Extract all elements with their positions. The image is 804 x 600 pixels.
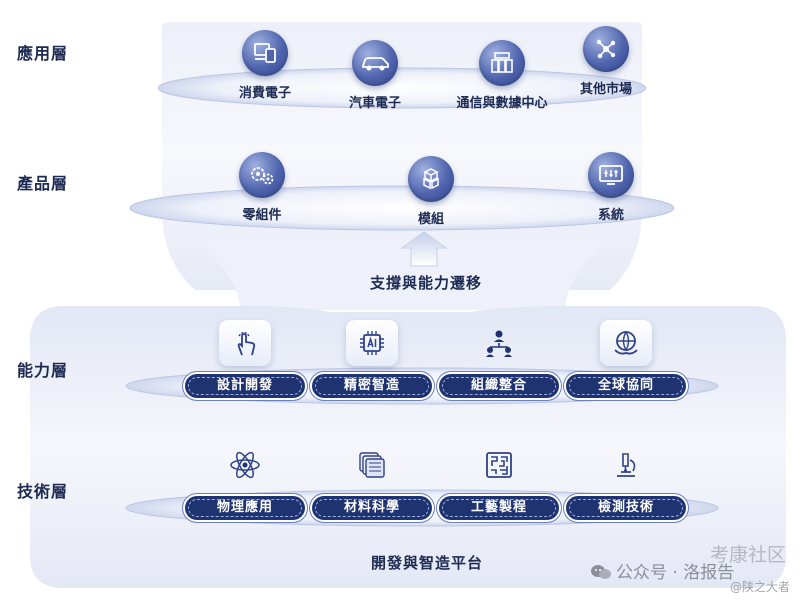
migration-arrow xyxy=(400,231,448,267)
node-label: 汽車電子 xyxy=(348,96,401,111)
node-design-development: 設計開發 xyxy=(183,320,307,398)
node-label: 系統 xyxy=(597,208,624,223)
capability-pill: 組織整合 xyxy=(439,374,559,398)
node-other-markets: 其他市場 xyxy=(546,26,666,97)
layer-label-application: 應用層 xyxy=(17,44,69,63)
node-consumer-electronics: 消費電子 xyxy=(205,30,325,101)
technology-pill: 工藝製程 xyxy=(439,496,559,520)
watermark-author: @陕之大者 xyxy=(730,580,791,594)
globe-hands-icon xyxy=(600,320,652,366)
microscope-icon xyxy=(600,442,652,488)
touch-hand-icon xyxy=(219,320,271,366)
node-process-manufacturing: 工藝製程 xyxy=(437,442,561,520)
node-global-collaboration: 全球協同 xyxy=(564,320,688,398)
node-inspection-technology: 檢測技術 xyxy=(564,442,688,520)
node-components: 零組件 xyxy=(202,152,322,223)
node-physics-applications: 物理應用 xyxy=(183,442,307,520)
wechat-icon xyxy=(590,564,612,580)
capability-pill: 精密智造 xyxy=(312,374,432,398)
node-precision-manufacturing: 精密智造 xyxy=(310,320,434,398)
node-systems: 系統 xyxy=(551,152,671,223)
atom-icon xyxy=(219,442,271,488)
watermark-channel: 公众号 · 洛报告 xyxy=(590,558,734,583)
devices-icon xyxy=(242,30,288,76)
circuit-maze-icon xyxy=(473,442,525,488)
node-automotive-electronics: 汽車電子 xyxy=(315,40,435,111)
node-label: 通信與數據中心 xyxy=(456,96,548,111)
node-materials-science: 材料科學 xyxy=(310,442,434,520)
platform-label: 開發與智造平台 xyxy=(371,554,484,572)
org-structure-icon xyxy=(473,320,525,366)
layer-label-capability: 能力層 xyxy=(17,361,69,380)
control-panel-icon xyxy=(588,152,634,198)
layer-label-technology: 技術層 xyxy=(17,482,69,501)
technology-pill: 檢測技術 xyxy=(566,496,686,520)
watermark-community: 考康社区 xyxy=(710,544,787,566)
car-icon xyxy=(352,40,398,86)
node-modules: 模組 xyxy=(371,156,491,227)
node-label: 其他市場 xyxy=(579,82,632,97)
watermark-channel-text: 公众号 · 洛报告 xyxy=(616,563,735,583)
node-label: 模組 xyxy=(417,212,444,227)
gears-icon xyxy=(239,152,285,198)
layer-label-product: 產品層 xyxy=(17,174,69,193)
funnel-neck xyxy=(198,240,606,310)
capability-pill: 全球協同 xyxy=(566,374,686,398)
node-organizational-integration: 組織整合 xyxy=(437,320,561,398)
technology-pill: 物理應用 xyxy=(185,496,305,520)
technology-pill: 材料科學 xyxy=(312,496,432,520)
material-layers-icon xyxy=(346,442,398,488)
capability-pill: 設計開發 xyxy=(185,374,305,398)
ai-chip-icon xyxy=(346,320,398,366)
network-nodes-icon xyxy=(583,26,629,72)
node-label: 零組件 xyxy=(242,208,282,223)
transition-label: 支撐與能力遷移 xyxy=(370,274,483,292)
node-communications-datacenter: 通信與數據中心 xyxy=(442,40,562,111)
cubes-icon xyxy=(408,156,454,202)
node-label: 消費電子 xyxy=(238,86,291,101)
server-icon xyxy=(479,40,525,86)
application-disk xyxy=(157,67,647,109)
